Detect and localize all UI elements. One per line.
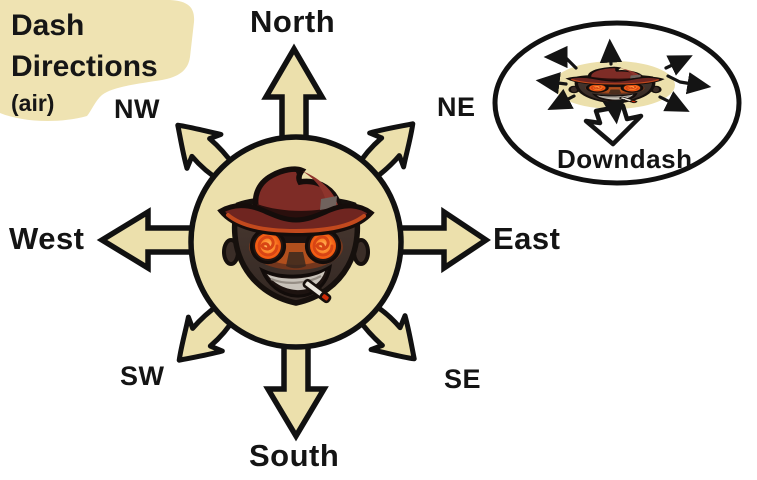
title-subtitle: (air) [11,90,55,116]
label-south: South [249,438,340,473]
mini-arrow-down-right [658,91,690,112]
label-northwest: NW [114,94,160,124]
mini-arrow-up [599,38,623,66]
inset-mini-arrows [535,38,712,125]
mini-arrow-left [535,72,568,95]
label-northeast: NE [437,92,476,122]
mini-arrow-right [666,72,712,95]
title-line-2: Directions [11,50,158,83]
east-arrow [397,206,491,274]
label-east: East [493,221,561,256]
mini-arrow-down [602,99,625,125]
south-arrow [263,340,329,442]
label-southwest: SW [120,361,165,391]
title-blob [0,0,195,122]
label-north: North [250,4,336,39]
label-southeast: SE [444,364,482,394]
label-downdash: Downdash [557,144,693,174]
label-west: West [9,221,85,256]
west-arrow [96,207,195,273]
mini-arrow-down-left [547,88,576,110]
mini-arrow-up-right [664,55,693,76]
diagram-title: Dash Directions (air) [11,5,158,116]
title-line-1: Dash [11,9,85,42]
downdash-inset [492,20,742,186]
mini-arrow-up-left [543,45,578,70]
north-arrow [261,43,327,144]
